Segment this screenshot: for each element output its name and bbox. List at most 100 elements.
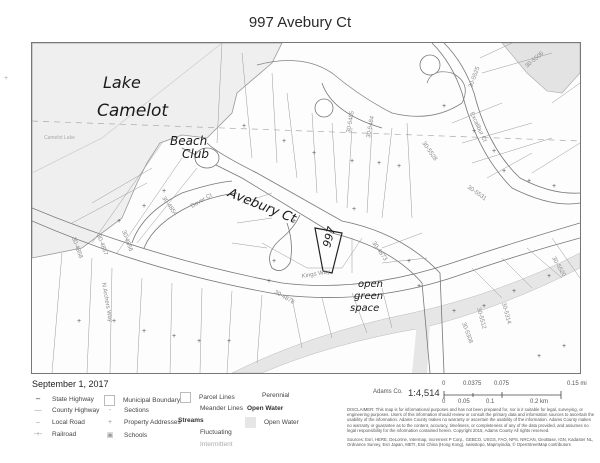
- legend-label: State Highway: [52, 395, 94, 403]
- legend-label: Local Road: [52, 419, 85, 426]
- svg-text:30-5308: 30-5308: [460, 322, 473, 345]
- svg-text:+: +: [547, 273, 551, 280]
- svg-text:+: +: [397, 163, 401, 170]
- svg-text:+: +: [417, 283, 421, 290]
- svg-text:+: +: [162, 188, 166, 195]
- agency-label: Adams Co.: [373, 389, 403, 395]
- svg-text:+: +: [117, 218, 121, 225]
- svg-text:+: +: [292, 218, 296, 225]
- svg-text:Dover Ct: Dover Ct: [190, 193, 214, 210]
- svg-text:+: +: [512, 288, 516, 295]
- municipal-boundary-icon: [104, 395, 115, 406]
- svg-text:Kings Way: Kings Way: [301, 269, 330, 280]
- svg-text:+: +: [492, 148, 496, 155]
- railroad-icon: -+-: [33, 431, 43, 438]
- svg-text:30-5485: 30-5485: [346, 110, 356, 133]
- svg-text:+: +: [227, 338, 231, 345]
- parcel-map[interactable]: +++ +++ +++ +++ +++ +++ +++ +++ +++ +++ …: [31, 42, 581, 374]
- svg-text:30-4854: 30-4854: [160, 196, 178, 218]
- svg-text:N Archers Way: N Archers Way: [100, 282, 113, 322]
- svg-text:+: +: [352, 206, 356, 213]
- svg-text:+: +: [502, 168, 506, 175]
- svg-text:+: +: [197, 338, 201, 345]
- legend-label: Intermittent: [200, 441, 233, 448]
- scale-tick: 0: [442, 399, 446, 405]
- svg-text:+: +: [562, 343, 566, 350]
- legend-label: Perennial: [262, 392, 290, 399]
- margin-plus-icon: +: [4, 75, 9, 82]
- disclaimer-text: DISCLAIMER: This map is for informationa…: [347, 407, 595, 433]
- svg-text:+: +: [272, 258, 276, 265]
- lot-997-outline: [314, 227, 343, 274]
- map-date: September 1, 2017: [32, 379, 109, 389]
- svg-text:+: +: [172, 333, 176, 340]
- svg-text:30-5531: 30-5531: [466, 185, 488, 203]
- svg-text:+: +: [142, 328, 146, 335]
- svg-text:+: +: [77, 318, 81, 325]
- lot-number: 997: [320, 225, 338, 249]
- svg-text:+: +: [267, 278, 271, 285]
- local-road-icon: –: [36, 419, 40, 426]
- svg-text:+: +: [350, 158, 354, 165]
- legend-label: County Highway: [52, 407, 100, 414]
- svg-text:30-5314: 30-5314: [500, 302, 512, 325]
- state-highway-icon: ━: [35, 396, 41, 403]
- scale-tick: 0.075: [494, 381, 510, 387]
- svg-text:30-4878: 30-4878: [273, 290, 296, 307]
- legend-label: Municipal Boundary: [123, 397, 181, 404]
- scale-ratio: 1:4,514: [408, 388, 440, 399]
- open-water-heading: Open Water: [247, 405, 284, 412]
- svg-text:+: +: [377, 160, 381, 167]
- svg-text:+: +: [142, 203, 146, 210]
- legend-label: Parcel Lines: [199, 394, 235, 401]
- scale-tick: 0: [442, 381, 446, 387]
- legend-label: Railroad: [52, 431, 77, 438]
- svg-text:30-4857: 30-4857: [95, 234, 108, 257]
- svg-text:+: +: [452, 308, 456, 315]
- svg-text:green: green: [354, 291, 383, 302]
- svg-text:Club: Club: [182, 147, 209, 161]
- scale-tick: 0.0375: [463, 381, 482, 387]
- legend-label: Open Water: [264, 419, 299, 426]
- svg-text:30-5512: 30-5512: [475, 307, 487, 330]
- map-legend: ━ State Highway — County Highway – Local Ro…: [32, 392, 342, 463]
- sources-text: Sources: Esri, HERE, DeLorme, Intermap, …: [347, 437, 594, 448]
- svg-text:space: space: [350, 303, 379, 314]
- svg-text:+: +: [407, 258, 411, 265]
- svg-text:+: +: [527, 178, 531, 185]
- svg-text:+: +: [552, 183, 556, 190]
- county-highway-icon: —: [34, 407, 42, 414]
- scale-tick: 0.05: [458, 399, 470, 405]
- scale-tick: 0.2 km: [530, 399, 549, 405]
- streams-heading: Streams: [178, 417, 204, 424]
- svg-text:30-4873: 30-4873: [370, 241, 388, 263]
- legend-label: Schools: [124, 431, 148, 439]
- svg-text:+: +: [442, 103, 446, 110]
- parcel-lines-icon: [180, 392, 191, 403]
- sections-icon: -: [108, 407, 112, 414]
- svg-text:+: +: [537, 353, 541, 360]
- school-icon: ▣: [106, 432, 114, 439]
- scale-bar-graphic: [443, 391, 562, 399]
- svg-text:30-5484: 30-5484: [366, 115, 376, 138]
- scale-tick: 0.15 mi: [567, 381, 587, 387]
- legend-label: Meander Lines: [200, 405, 243, 412]
- legend-label: Fluctuating: [200, 429, 232, 436]
- open-water-icon: [245, 417, 256, 428]
- svg-text:30-5528: 30-5528: [420, 141, 438, 163]
- camelot-lake-label: Camelot Lake: [44, 135, 75, 141]
- scale-tick: 0.1: [486, 399, 495, 405]
- map-title: 997 Avebury Ct: [248, 14, 352, 31]
- svg-text:Camelot: Camelot: [97, 101, 169, 121]
- svg-text:+: +: [112, 318, 116, 325]
- svg-text:30-5525: 30-5525: [468, 65, 481, 88]
- beach-club-label: Beach: [170, 134, 207, 148]
- legend-label: Sections: [124, 407, 149, 414]
- svg-text:+: +: [282, 138, 286, 145]
- svg-text:+: +: [312, 150, 316, 157]
- svg-text:+: +: [242, 123, 246, 130]
- legend-label: Property Addresses: [124, 419, 181, 426]
- svg-text:+: +: [482, 303, 486, 310]
- open-space-label: open: [358, 279, 383, 290]
- lake-label: Lake: [103, 73, 141, 92]
